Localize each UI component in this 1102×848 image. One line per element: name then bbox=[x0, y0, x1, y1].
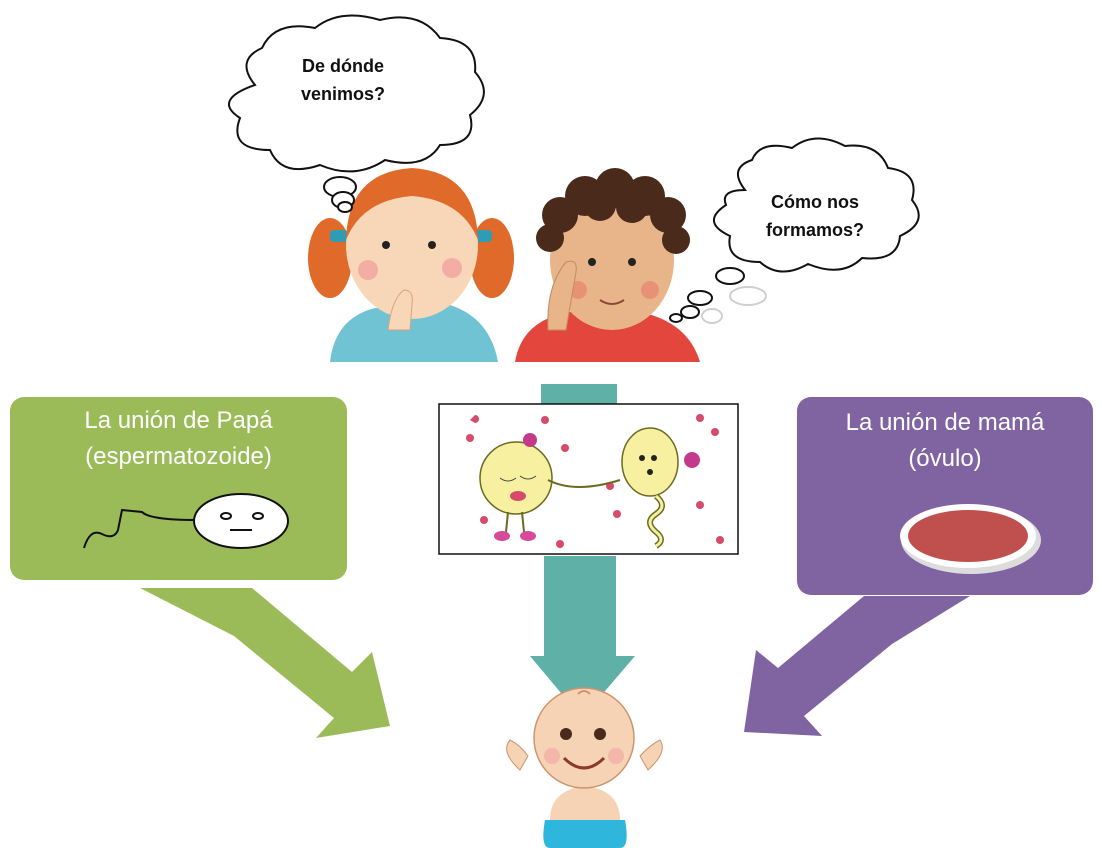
mama-box-line2: (óvulo) bbox=[908, 445, 982, 472]
boy-question-line2: formamos? bbox=[765, 220, 864, 240]
boy-question: Cómo nos formamos? bbox=[750, 188, 880, 244]
boy-thought-cloud bbox=[669, 137, 920, 323]
girl-thought-cloud bbox=[228, 14, 485, 213]
papa-box-text: La unión de Papá (espermatozoide) bbox=[10, 403, 347, 475]
baby-illustration bbox=[506, 687, 663, 848]
girl-thinking-illustration bbox=[308, 168, 514, 362]
mama-box-line1: La unión de mamá bbox=[845, 409, 1045, 436]
sperm-icon bbox=[83, 493, 289, 549]
girl-question-line2: venimos? bbox=[300, 84, 386, 104]
boy-thinking-illustration bbox=[515, 168, 700, 362]
papa-box-line1: La unión de Papá bbox=[84, 407, 273, 434]
boy-question-line1: Cómo nos bbox=[771, 192, 859, 212]
cartoon-couple-illustration bbox=[438, 403, 739, 555]
right-arrow bbox=[744, 596, 970, 736]
girl-question: De dónde venimos? bbox=[283, 52, 403, 108]
papa-box-line2: (espermatozoide) bbox=[85, 443, 272, 470]
mama-box-text: La unión de mamá (óvulo) bbox=[797, 405, 1093, 477]
girl-question-line1: De dónde bbox=[301, 56, 384, 76]
left-arrow bbox=[140, 588, 390, 738]
ovum-icon bbox=[900, 504, 1041, 574]
